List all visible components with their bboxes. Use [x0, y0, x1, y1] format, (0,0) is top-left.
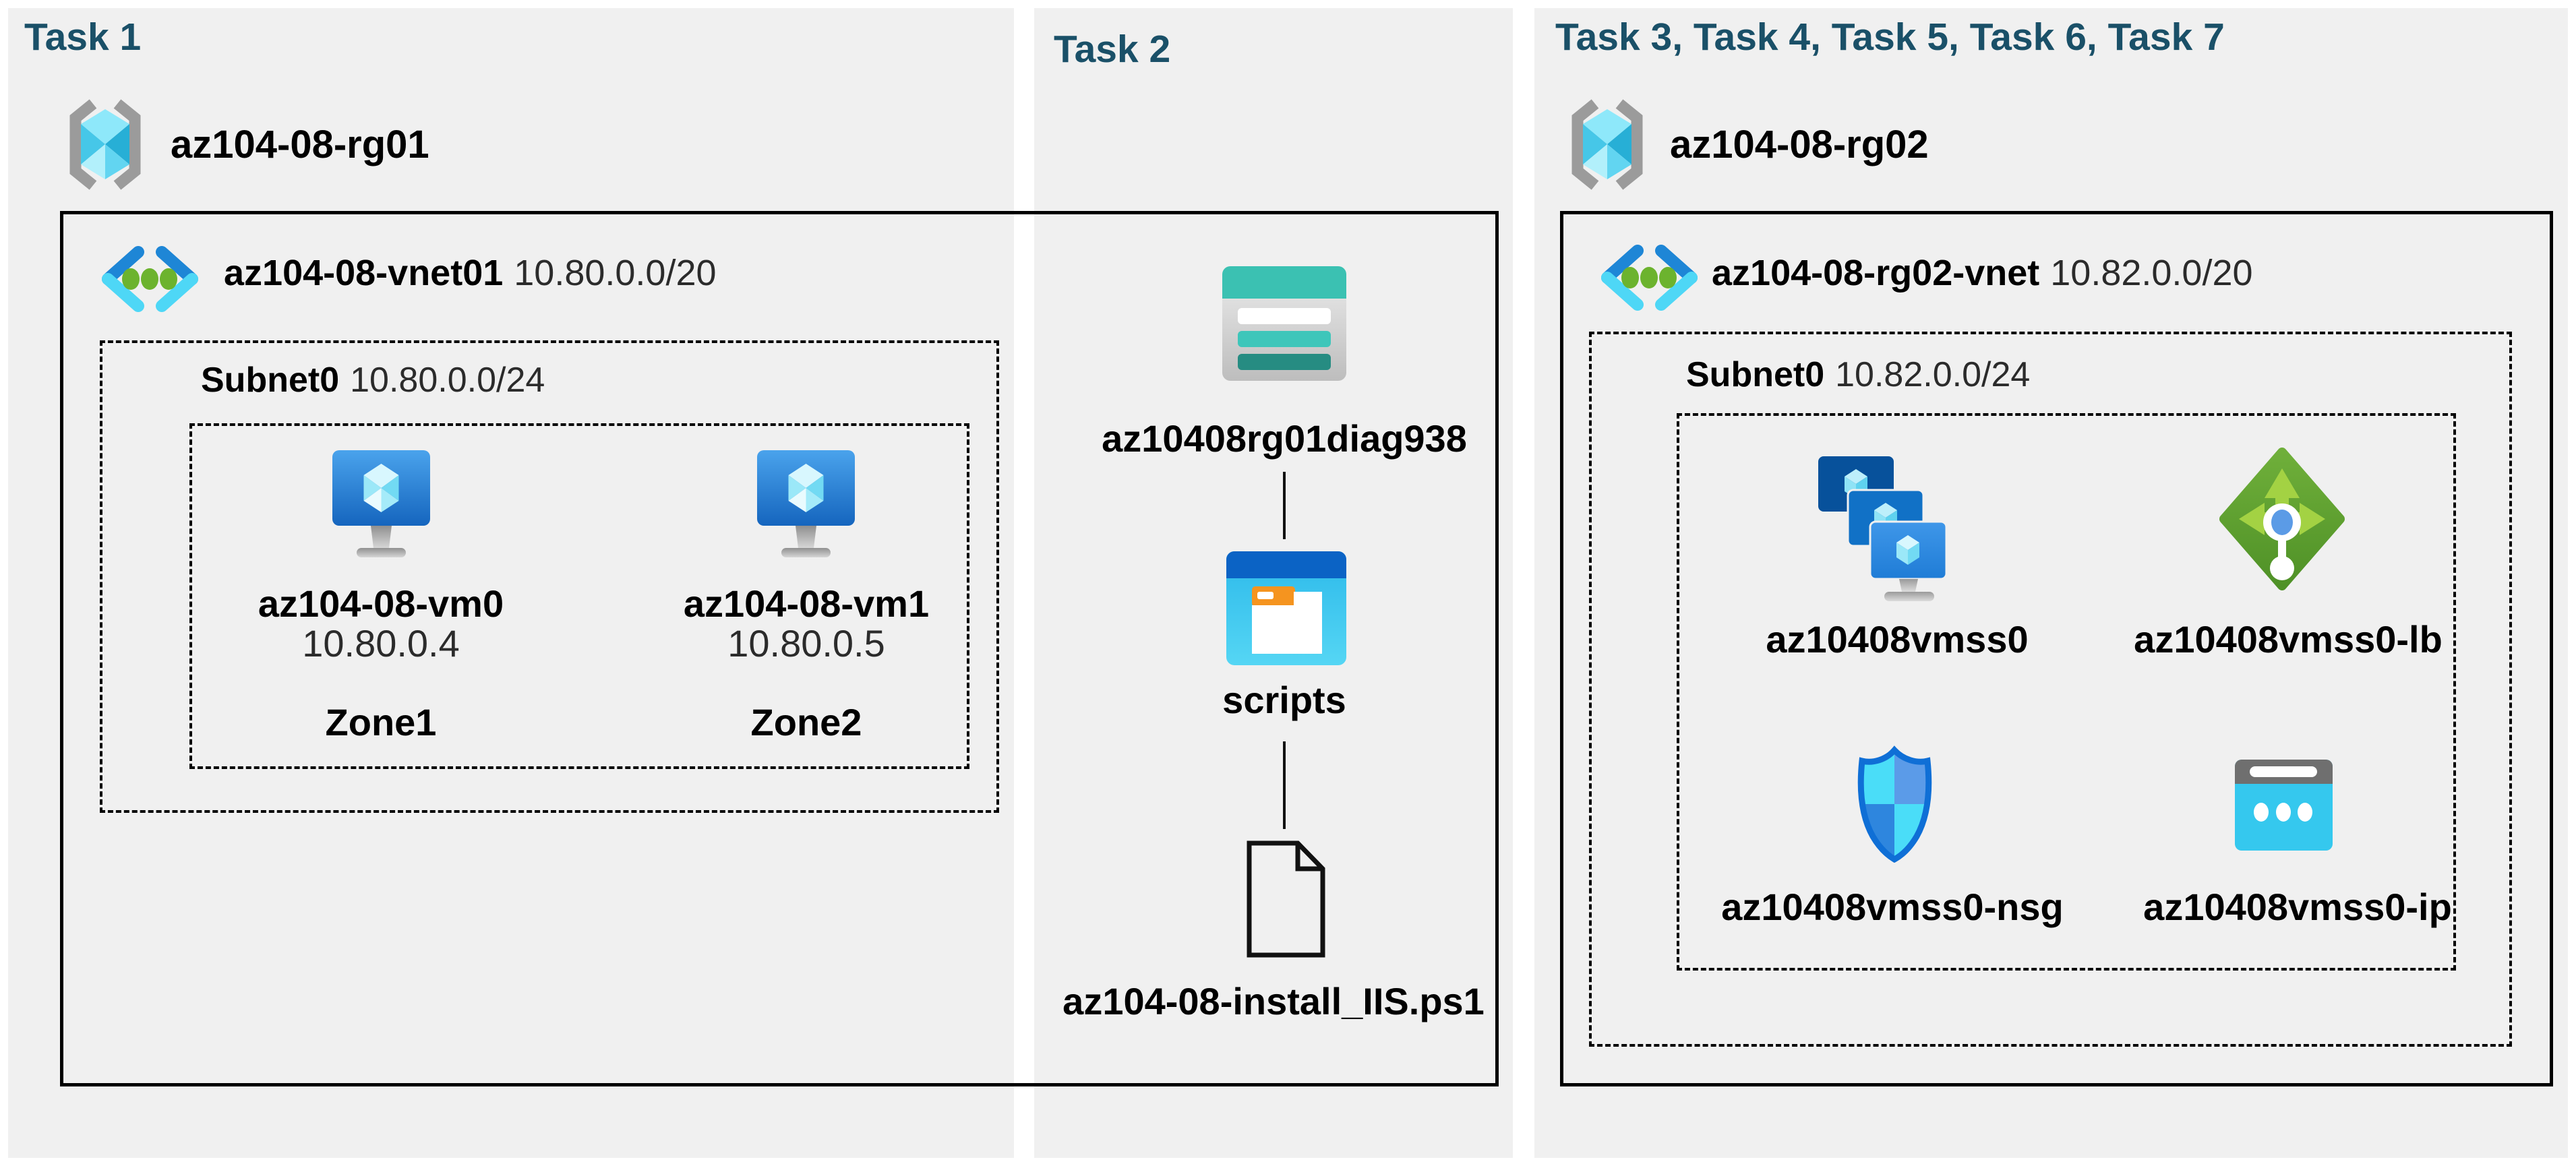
task2-title: Task 2 — [1054, 28, 1171, 71]
subnet0-cidr: 10.80.0.0/24 — [350, 361, 545, 400]
subnet0-box-rg02 — [1589, 332, 2512, 1047]
load-balancer-label: az10408vmss0-lb — [2134, 618, 2443, 661]
virtual-network-icon — [100, 245, 200, 316]
rg02-boundary-box — [1560, 211, 2553, 1086]
virtual-machine-icon — [332, 450, 430, 561]
resource-group-icon — [62, 98, 148, 194]
virtual-machine-icon — [757, 450, 855, 561]
vm1-label: az104-08-vm1 — [683, 582, 930, 625]
subnet0-cidr: 10.82.0.0/24 — [1835, 355, 2031, 394]
vm1-zone: Zone2 — [750, 701, 862, 743]
subnet0-rg01-label: Subnet0 10.80.0.0/24 — [201, 362, 545, 399]
load-balancer-icon — [2219, 447, 2345, 594]
task1-panel — [8, 8, 1014, 1158]
vm1-ip: 10.80.0.5 — [727, 622, 885, 665]
vmss-label: az10408vmss0 — [1766, 618, 2029, 661]
public-ip-label: az10408vmss0-ip — [2143, 886, 2452, 928]
vm0-zone: Zone1 — [325, 701, 437, 743]
rg02-vnet-cidr: 10.82.0.0/20 — [2050, 253, 2253, 293]
vm0-ip: 10.80.0.4 — [302, 622, 460, 665]
container-label: scripts — [1222, 679, 1346, 721]
nsg-label: az10408vmss0-nsg — [1721, 886, 2064, 928]
rg01-boundary-box — [60, 211, 1499, 1086]
storage-account-icon — [1222, 266, 1346, 384]
vnet01-name: az104-08-vnet01 — [224, 253, 504, 293]
subnet0-name: Subnet0 — [1686, 355, 1825, 394]
connector-storage-to-container — [1283, 472, 1286, 539]
subnet0-box-rg01 — [100, 340, 999, 813]
rg02-label: az104-08-rg02 — [1670, 123, 1929, 166]
blob-container-icon — [1226, 551, 1346, 669]
vnet01-cidr: 10.80.0.0/20 — [514, 253, 717, 293]
task3-title: Task 3, Task 4, Task 5, Task 6, Task 7 — [1555, 16, 2225, 59]
vmss-group-box — [1677, 413, 2456, 971]
rg02-vnet-name: az104-08-rg02-vnet — [1712, 253, 2040, 293]
task1-title: Task 1 — [24, 16, 142, 59]
script-file-label: az104-08-install_IIS.ps1 — [1062, 980, 1485, 1022]
rg01-label: az104-08-rg01 — [171, 123, 429, 166]
vm-group-box — [189, 423, 969, 769]
subnet0-rg02-label: Subnet0 10.82.0.0/24 — [1686, 357, 2030, 394]
subnet0-name: Subnet0 — [201, 361, 340, 400]
storage-account-label: az10408rg01diag938 — [1102, 417, 1467, 460]
vm0-label: az104-08-vm0 — [258, 582, 504, 625]
network-security-group-icon — [1853, 745, 1937, 867]
connector-container-to-file — [1283, 741, 1286, 829]
vm-scale-set-icon — [1818, 456, 1948, 605]
virtual-network-icon — [1599, 244, 1700, 315]
task3-panel — [1534, 8, 2568, 1158]
resource-group-icon — [1564, 98, 1650, 194]
script-file-icon — [1244, 839, 1327, 962]
public-ip-icon — [2235, 760, 2333, 854]
